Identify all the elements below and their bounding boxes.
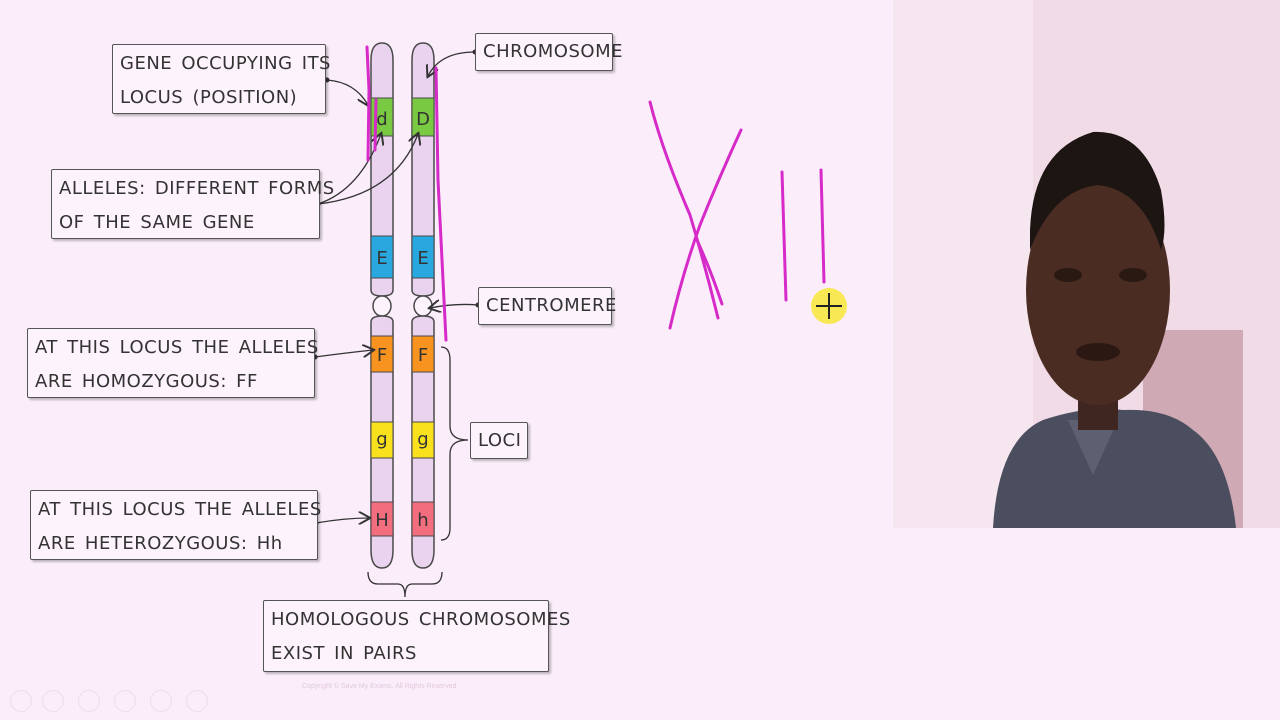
callout-heterozygous-line-2: ARE HETEROZYGOUS: Hh [38,527,309,561]
bracket-loci [441,347,468,540]
band-left-e-label: E [376,248,387,269]
band-left-g-label: g [376,429,387,450]
callout-homologous-line-2: EXIST IN PAIRS [271,637,540,671]
callout-gene-locus: GENE OCCUPYING ITS LOCUS (POSITION) [112,44,326,114]
callout-homozygous-line-2: ARE HOMOZYGOUS: FF [35,365,306,399]
centromere-right [414,296,432,316]
presenter-webcam [893,0,1280,528]
callout-homologous: HOMOLOGOUS CHROMOSOMES EXIST IN PAIRS [263,600,549,672]
prev-slide-button[interactable] [10,690,32,712]
callout-alleles-line-2: OF THE SAME GENE [59,206,311,240]
callout-alleles: ALLELES: DIFFERENT FORMS OF THE SAME GEN… [51,169,320,239]
callout-heterozygous-line-1: AT THIS LOCUS THE ALLELES [38,493,309,527]
callout-alleles-line-1: ALLELES: DIFFERENT FORMS [59,172,311,206]
callout-chromosome: CHROMOSOME [475,33,613,71]
band-right-f-label: F [418,345,428,366]
webcam-presenter-image [893,0,1280,528]
pen-sketch-x-stroke-3 [696,238,722,304]
centromere-left [373,296,391,316]
callout-loci: LOCI [470,422,528,459]
band-right-h-label: h [417,510,428,531]
connector-dots [313,50,481,526]
band-right-g-label: g [417,429,428,450]
pen-sketch-x-stroke-1 [650,102,718,318]
callout-gene-locus-line-1: GENE OCCUPYING ITS [120,47,317,81]
pen-sketch-line-2 [821,170,824,282]
callout-homozygous: AT THIS LOCUS THE ALLELES ARE HOMOZYGOUS… [27,328,315,398]
arrow-gene-locus [327,80,368,105]
callout-homozygous-line-1: AT THIS LOCUS THE ALLELES [35,331,306,365]
arrow-heterozygous [316,518,369,523]
more-options-button[interactable] [186,690,208,712]
band-right-e-label: E [417,248,428,269]
callout-centromere: CENTROMERE [478,287,612,325]
band-left-f-label: F [377,345,387,366]
callout-chromosome-text: CHROMOSOME [483,36,604,68]
band-left-d-label: d [376,109,387,130]
copyright-notice: Copyright © Save My Exams. All Rights Re… [302,683,457,690]
connector-arrows [315,52,478,597]
callout-centromere-text: CENTROMERE [486,290,603,322]
pen-tool-button[interactable] [78,690,100,712]
band-left-h-label: H [375,510,389,531]
pen-stroke-left-band [375,100,376,150]
zoom-button[interactable] [150,690,172,712]
callout-homologous-line-1: HOMOLOGOUS CHROMOSOMES [271,603,540,637]
chromosome-right: D E F g h [412,43,434,568]
next-slide-button[interactable] [42,690,64,712]
pen-sketch-line-1 [782,172,786,300]
callout-heterozygous: AT THIS LOCUS THE ALLELES ARE HETEROZYGO… [30,490,318,560]
callout-gene-locus-line-2: LOCUS (POSITION) [120,81,317,115]
callout-loci-text: LOCI [478,425,519,456]
arrow-homozygous [315,350,373,357]
arrow-centromere [430,304,478,308]
slides-overview-button[interactable] [114,690,136,712]
crosshair-cursor-icon [811,288,847,324]
brace-homologous [368,572,442,597]
band-right-d-label: D [416,109,430,130]
pen-sketch-x-stroke-2 [670,130,741,328]
pen-stroke-right-chromosome [436,68,446,340]
